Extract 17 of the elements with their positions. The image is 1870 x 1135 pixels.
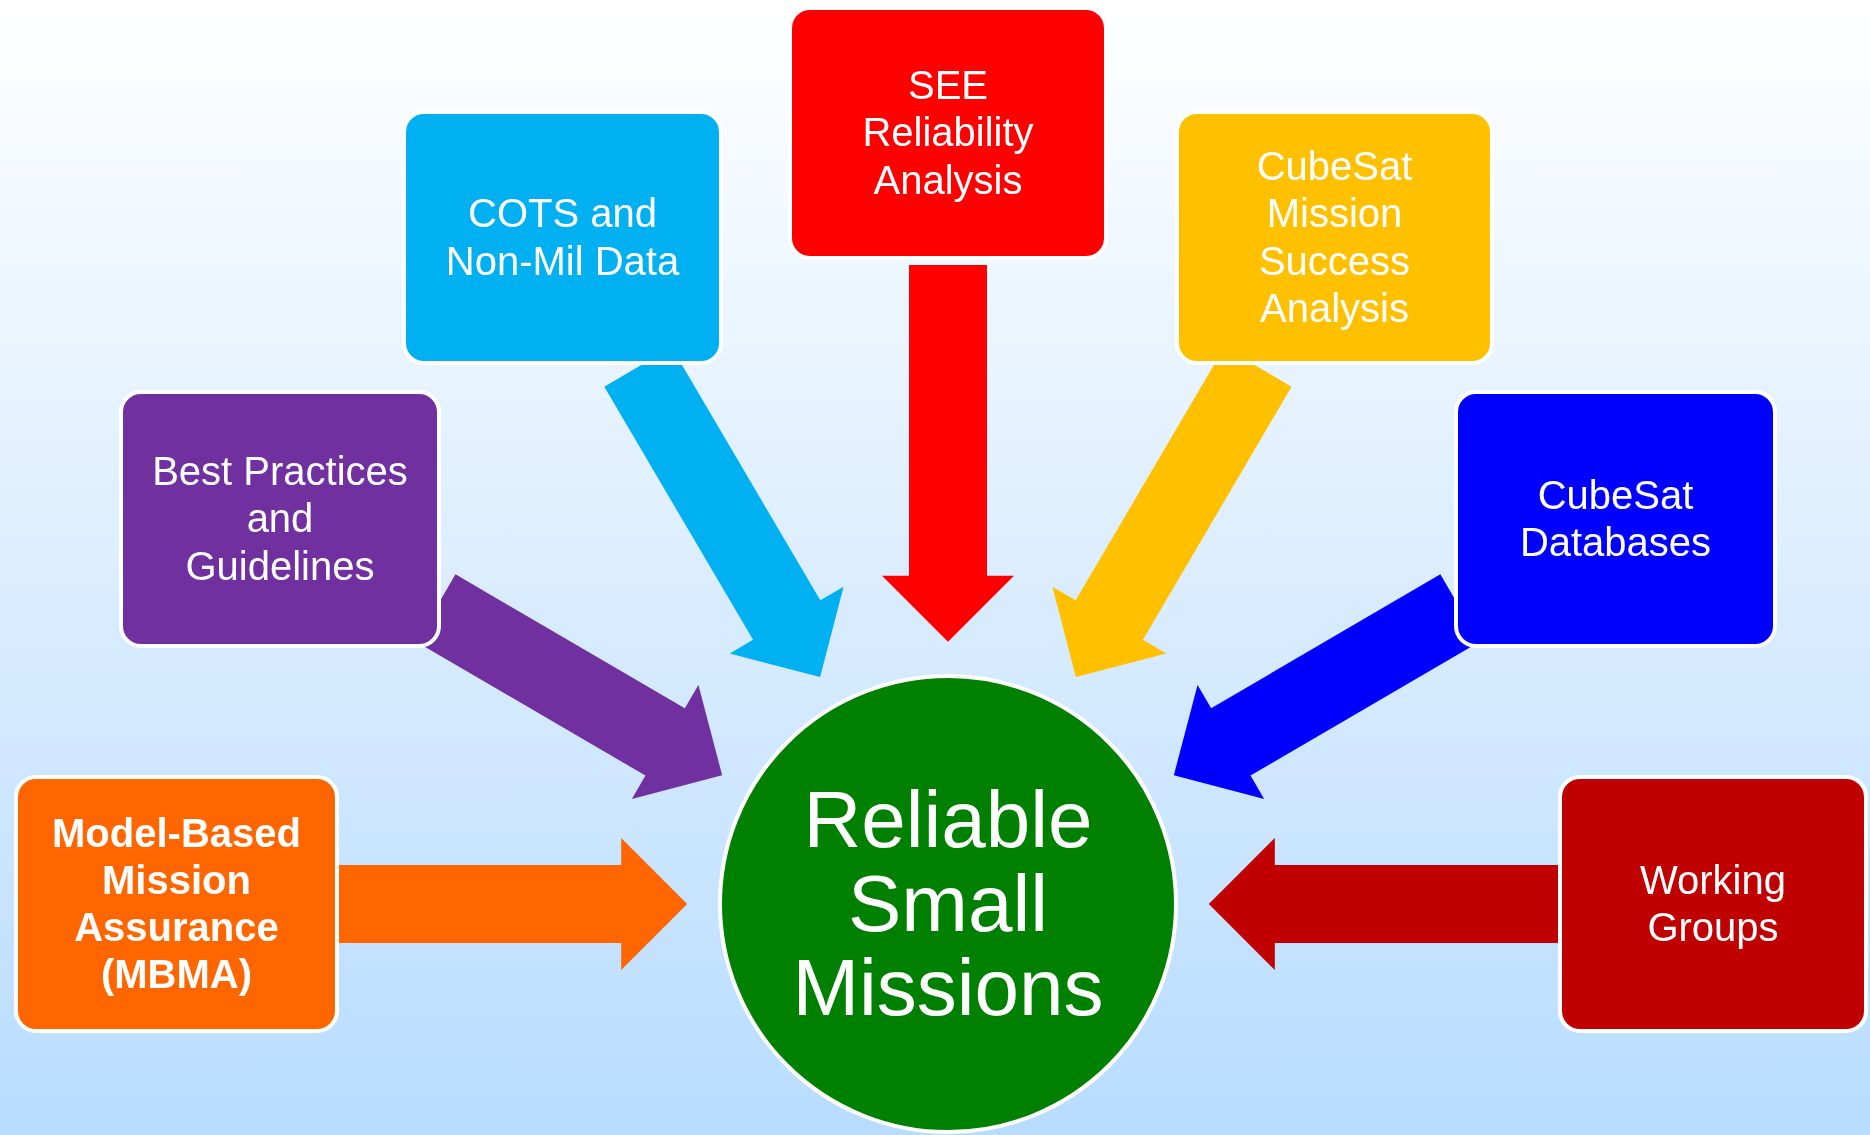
topic-label: COTS and Non-Mil Data	[444, 190, 681, 285]
topic-label: Model-Based Mission Assurance (MBMA)	[51, 809, 302, 999]
topic-box	[14, 775, 339, 1033]
block-arrow	[339, 838, 688, 970]
topic-box	[1454, 390, 1777, 648]
topic-box	[402, 110, 723, 365]
topic-box	[1558, 775, 1868, 1033]
block-arrow	[882, 265, 1014, 642]
topic-box	[119, 390, 441, 648]
topic-label: Working Groups	[1639, 856, 1787, 951]
block-arrow	[1208, 838, 1558, 970]
topic-label: CubeSat Databases	[1518, 471, 1713, 566]
topic-label: Best Practices and Guidelines	[151, 448, 409, 590]
topic-label: SEE Reliability Analysis	[861, 62, 1035, 204]
topic-label: CubeSat Mission Success Analysis	[1255, 143, 1414, 332]
goal-label: Reliable Small Missions	[791, 778, 1105, 1030]
topic-box	[1175, 110, 1494, 365]
